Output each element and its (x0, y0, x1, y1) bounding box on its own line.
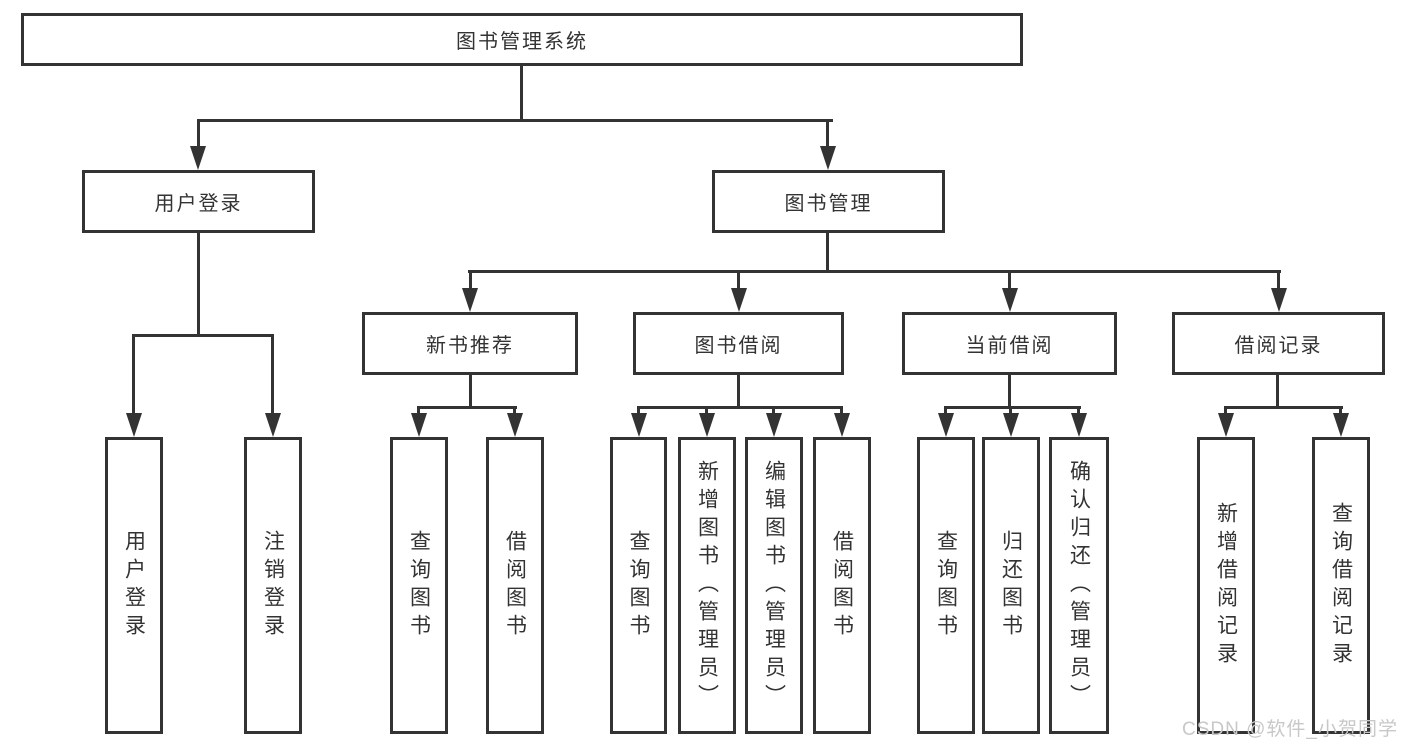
leaf-label: 用户登录 (122, 529, 146, 642)
leaf-label: 借阅图书 (503, 529, 527, 642)
leaf-label: 查询图书 (407, 529, 431, 642)
csdn-watermark: CSDN @软件_小贺同学 (1182, 719, 1398, 740)
node-user-login: 用户登录 (82, 170, 315, 233)
node-label: 图书借阅 (694, 335, 783, 357)
connector-line (1008, 270, 1011, 292)
node-label: 当前借阅 (965, 335, 1054, 357)
arrow-down-icon (1003, 413, 1019, 437)
connector-line (1009, 406, 1012, 416)
arrow-down-icon (834, 413, 850, 437)
connector-line (840, 406, 843, 416)
leaf-label: 查询图书 (627, 529, 651, 642)
connector-line (1339, 406, 1342, 416)
leaf-current-return-books: 归还图书 (982, 437, 1040, 734)
connector-line (132, 334, 274, 337)
node-label: 新书推荐 (426, 335, 514, 357)
arrow-down-icon (1333, 413, 1349, 437)
connector-line (705, 406, 708, 416)
leaf-label: 注销登录 (261, 529, 285, 642)
connector-line (944, 406, 1081, 409)
leaf-label: 借阅图书 (830, 529, 854, 642)
connector-line (469, 270, 472, 292)
connector-line (772, 406, 775, 416)
node-label: 图书管理系统 (456, 31, 588, 53)
arrow-down-icon (766, 413, 782, 437)
connector-line (271, 334, 274, 416)
arrow-down-icon (820, 146, 836, 170)
connector-line (1008, 375, 1011, 409)
node-new-book-recommendation: 新书推荐 (362, 312, 578, 375)
connector-line (1224, 406, 1227, 416)
node-book-management: 图书管理 (712, 170, 945, 233)
leaf-label: 查询图书 (934, 529, 958, 642)
node-label: 借阅记录 (1234, 335, 1323, 357)
leaf-recommend-query-books: 查询图书 (390, 437, 448, 734)
arrow-down-icon (1271, 288, 1287, 312)
connector-line (637, 406, 843, 409)
connector-line (1276, 375, 1279, 409)
arrow-down-icon (731, 288, 747, 312)
leaf-current-query-books: 查询图书 (917, 437, 975, 734)
connector-line (513, 406, 516, 416)
arrow-down-icon (190, 146, 206, 170)
connector-line (1077, 406, 1080, 416)
arrow-down-icon (938, 413, 954, 437)
leaf-label: 编辑图书（管理员） (762, 459, 786, 712)
connector-line (197, 119, 833, 122)
leaf-label: 新增图书（管理员） (695, 459, 719, 712)
arrow-down-icon (1218, 413, 1234, 437)
connector-line (469, 375, 472, 409)
leaf-borrowing-add-books-admin: 新增图书（管理员） (678, 437, 736, 734)
leaf-current-confirm-return-admin: 确认归还（管理员） (1049, 437, 1109, 734)
arrow-down-icon (507, 413, 523, 437)
connector-line (197, 119, 200, 150)
connector-line (944, 406, 947, 416)
leaf-label: 归还图书 (999, 529, 1023, 642)
connector-line (197, 233, 200, 337)
connector-line (417, 406, 420, 416)
node-label: 图书管理 (784, 193, 873, 215)
arrow-down-icon (1071, 413, 1087, 437)
leaf-records-add-borrow-record: 新增借阅记录 (1197, 437, 1255, 734)
leaf-label: 查询借阅记录 (1329, 501, 1353, 670)
arrow-down-icon (411, 413, 427, 437)
arrow-down-icon (462, 288, 478, 312)
node-borrowing-records: 借阅记录 (1172, 312, 1385, 375)
leaf-label: 新增借阅记录 (1214, 501, 1238, 670)
connector-line (826, 119, 829, 150)
node-current-borrowing: 当前借阅 (902, 312, 1117, 375)
arrow-down-icon (265, 413, 281, 437)
leaf-label: 确认归还（管理员） (1067, 459, 1091, 712)
arrow-down-icon (1002, 288, 1018, 312)
node-label: 用户登录 (154, 193, 243, 215)
arrow-down-icon (699, 413, 715, 437)
leaf-logout: 注销登录 (244, 437, 302, 734)
connector-line (637, 406, 640, 416)
leaf-records-query-borrow-record: 查询借阅记录 (1312, 437, 1370, 734)
connector-line (737, 270, 740, 292)
leaf-user-login: 用户登录 (105, 437, 163, 734)
node-book-borrowing: 图书借阅 (633, 312, 844, 375)
connector-line (1224, 406, 1343, 409)
connector-line (520, 66, 523, 122)
connector-line (132, 334, 135, 416)
connector-line (826, 233, 829, 273)
connector-line (737, 375, 740, 409)
connector-line (468, 270, 1281, 273)
connector-line (417, 406, 517, 409)
connector-line (1277, 270, 1280, 292)
node-library-management-system: 图书管理系统 (21, 13, 1023, 66)
arrow-down-icon (631, 413, 647, 437)
leaf-recommend-borrow-books: 借阅图书 (486, 437, 544, 734)
arrow-down-icon (126, 413, 142, 437)
leaf-borrowing-query-books: 查询图书 (610, 437, 667, 734)
leaf-borrowing-edit-books-admin: 编辑图书（管理员） (745, 437, 803, 734)
leaf-borrowing-borrow-books: 借阅图书 (813, 437, 871, 734)
